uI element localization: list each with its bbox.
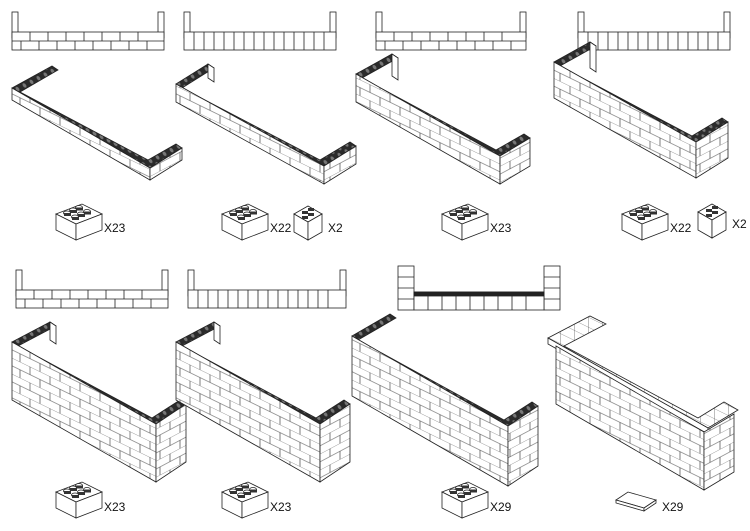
parts-step-6: X23 — [221, 481, 292, 519]
parts-step-4: X22 X2 — [621, 203, 747, 241]
qty-step-4-single: X2 — [732, 217, 747, 231]
qty-step-2-double: X22 — [270, 221, 292, 235]
qty-step-6-double: X23 — [270, 500, 292, 514]
parts-step-5: X23 — [55, 481, 126, 519]
wall-step-6 — [175, 321, 351, 483]
wall-step-5 — [11, 321, 187, 483]
wall-step-3 — [355, 53, 531, 185]
parts-step-1: X23 — [55, 203, 126, 241]
parts-step-8: X29 — [615, 491, 684, 514]
wall-step-4 — [553, 41, 729, 179]
qty-step-2-single: X2 — [328, 221, 343, 235]
elevation-view-6 — [187, 269, 347, 309]
qty-step-7-double: X29 — [490, 500, 512, 514]
wall-step-7 — [351, 313, 539, 487]
elevation-view-3 — [375, 11, 527, 51]
elevation-view-5 — [15, 269, 169, 309]
elevation-view-1 — [11, 11, 165, 51]
qty-step-3-double: X23 — [490, 221, 512, 235]
elevation-view-2 — [183, 11, 337, 51]
parts-step-7: X29 — [441, 481, 512, 519]
elevation-view-7 — [397, 265, 561, 311]
qty-step-5-double: X23 — [104, 500, 126, 514]
qty-step-1-double: X23 — [104, 221, 126, 235]
qty-step-4-double: X22 — [670, 221, 692, 235]
elevation-view-4 — [577, 11, 731, 51]
wall-step-1 — [11, 65, 183, 181]
parts-step-2: X22 X2 — [221, 203, 343, 241]
wall-step-2 — [175, 63, 357, 185]
wall-step-8 — [547, 315, 739, 491]
parts-step-3: X23 — [441, 203, 512, 241]
qty-step-8-tile: X29 — [662, 500, 684, 514]
